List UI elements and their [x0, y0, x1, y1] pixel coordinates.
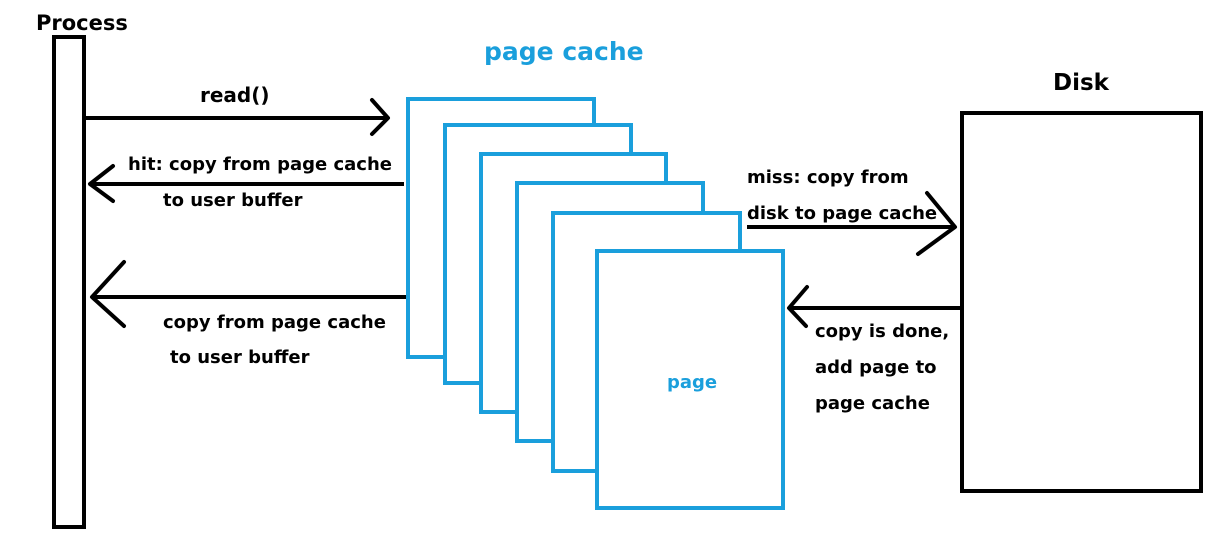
- page-label: page: [667, 372, 717, 393]
- arrowhead-icon: [90, 260, 126, 328]
- process: Process: [36, 11, 128, 529]
- read-label: read(): [200, 83, 270, 107]
- done-label-line2: add page to: [815, 357, 937, 378]
- page-cache-title: page cache: [484, 37, 644, 66]
- arrowhead-icon: [88, 164, 115, 203]
- copy-back-label-line2: to user buffer: [170, 347, 310, 368]
- disk: Disk: [960, 70, 1203, 493]
- process-title: Process: [36, 11, 128, 35]
- disk-title: Disk: [1053, 70, 1110, 96]
- process-bar: [52, 35, 86, 529]
- done-arrow: copy is done, add page to page cache: [787, 285, 960, 414]
- arrowhead-icon: [370, 98, 390, 136]
- miss-label-line1: miss: copy from: [747, 167, 909, 188]
- done-label-line1: copy is done,: [815, 321, 949, 342]
- miss-label-line2: disk to page cache: [747, 203, 937, 224]
- arrowhead-icon: [787, 285, 809, 328]
- hit-label-line1: hit: copy from page cache: [128, 154, 392, 175]
- read-arrow: read(): [86, 83, 390, 136]
- cache-page-front: [595, 249, 785, 510]
- page-cache: page cache page: [406, 37, 785, 510]
- copy-back-arrow: copy from page cache to user buffer: [90, 260, 406, 368]
- disk-box: [960, 111, 1203, 493]
- done-label-line3: page cache: [815, 393, 930, 414]
- copy-back-label-line1: copy from page cache: [163, 312, 386, 333]
- miss-arrow: miss: copy from disk to page cache: [747, 167, 957, 256]
- hit-arrow: hit: copy from page cache to user buffer: [88, 154, 404, 211]
- arrowhead-icon: [916, 191, 957, 256]
- hit-label-line2: to user buffer: [163, 190, 303, 211]
